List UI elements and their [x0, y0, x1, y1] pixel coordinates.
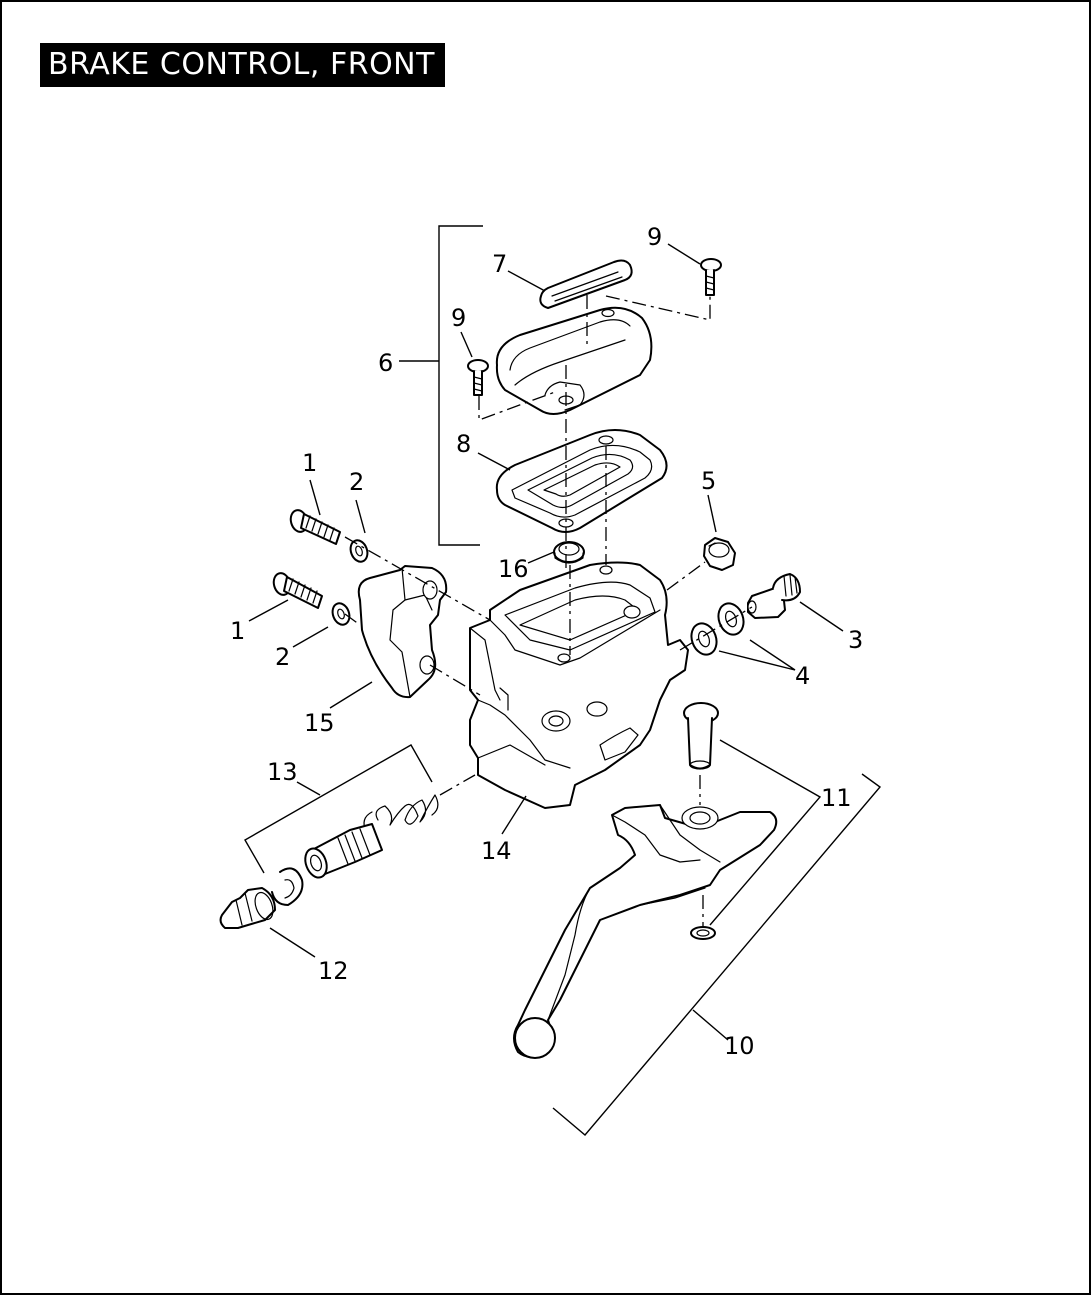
piston-spring — [363, 794, 439, 833]
bracket-10 — [552, 773, 882, 1136]
callout-5: 5 — [701, 467, 716, 495]
page-title: BRAKE CONTROL, FRONT — [40, 43, 445, 87]
assembly-centerlines — [344, 295, 753, 926]
brake-lever — [513, 804, 778, 1059]
callout-12: 12 — [318, 957, 349, 985]
bracket-13 — [244, 744, 433, 874]
callout-9-left: 9 — [451, 304, 466, 332]
callout-11: 11 — [821, 784, 852, 812]
callout-9-right: 9 — [647, 223, 662, 251]
banjo-bolt — [747, 573, 801, 619]
callout-16: 16 — [498, 555, 529, 583]
callout-2-lower: 2 — [275, 643, 290, 671]
callout-15: 15 — [304, 709, 335, 737]
clamp-washer-upper — [349, 539, 369, 563]
callout-1-lower: 1 — [230, 617, 245, 645]
clamp-washer-lower — [331, 602, 351, 626]
pivot-clip — [690, 926, 716, 940]
cover-label — [539, 259, 633, 309]
clamp-screw-lower — [272, 572, 323, 609]
callout-10: 10 — [724, 1032, 755, 1060]
leader-lines — [248, 243, 844, 958]
reservoir-cover — [495, 306, 653, 415]
callout-14: 14 — [481, 837, 512, 865]
callout-1-upper: 1 — [302, 449, 317, 477]
piston — [304, 823, 383, 879]
callout-13: 13 — [267, 758, 298, 786]
callout-6: 6 — [378, 349, 393, 377]
cover-screw-right — [700, 258, 722, 296]
clamp-screw-upper — [289, 509, 341, 545]
retaining-ring — [271, 867, 304, 906]
callout-3: 3 — [848, 626, 863, 654]
banjo-fitting — [703, 537, 736, 571]
sight-glass — [553, 541, 585, 564]
reservoir-diaphragm — [495, 429, 668, 533]
sealing-washer-2 — [690, 622, 718, 656]
bracket-6 — [399, 225, 483, 546]
callout-2-upper: 2 — [349, 468, 364, 496]
callout-labels: 6 7 9 9 8 16 5 1 2 1 2 3 4 15 13 14 11 1… — [230, 223, 863, 1060]
callout-8: 8 — [456, 430, 471, 458]
pivot-pin — [683, 702, 719, 770]
cover-screw-left — [467, 359, 489, 396]
handlebar-clamp — [357, 565, 448, 699]
master-cylinder-body — [469, 561, 689, 809]
callout-7: 7 — [492, 250, 507, 278]
callout-4: 4 — [795, 662, 810, 690]
dust-boot — [219, 887, 276, 929]
